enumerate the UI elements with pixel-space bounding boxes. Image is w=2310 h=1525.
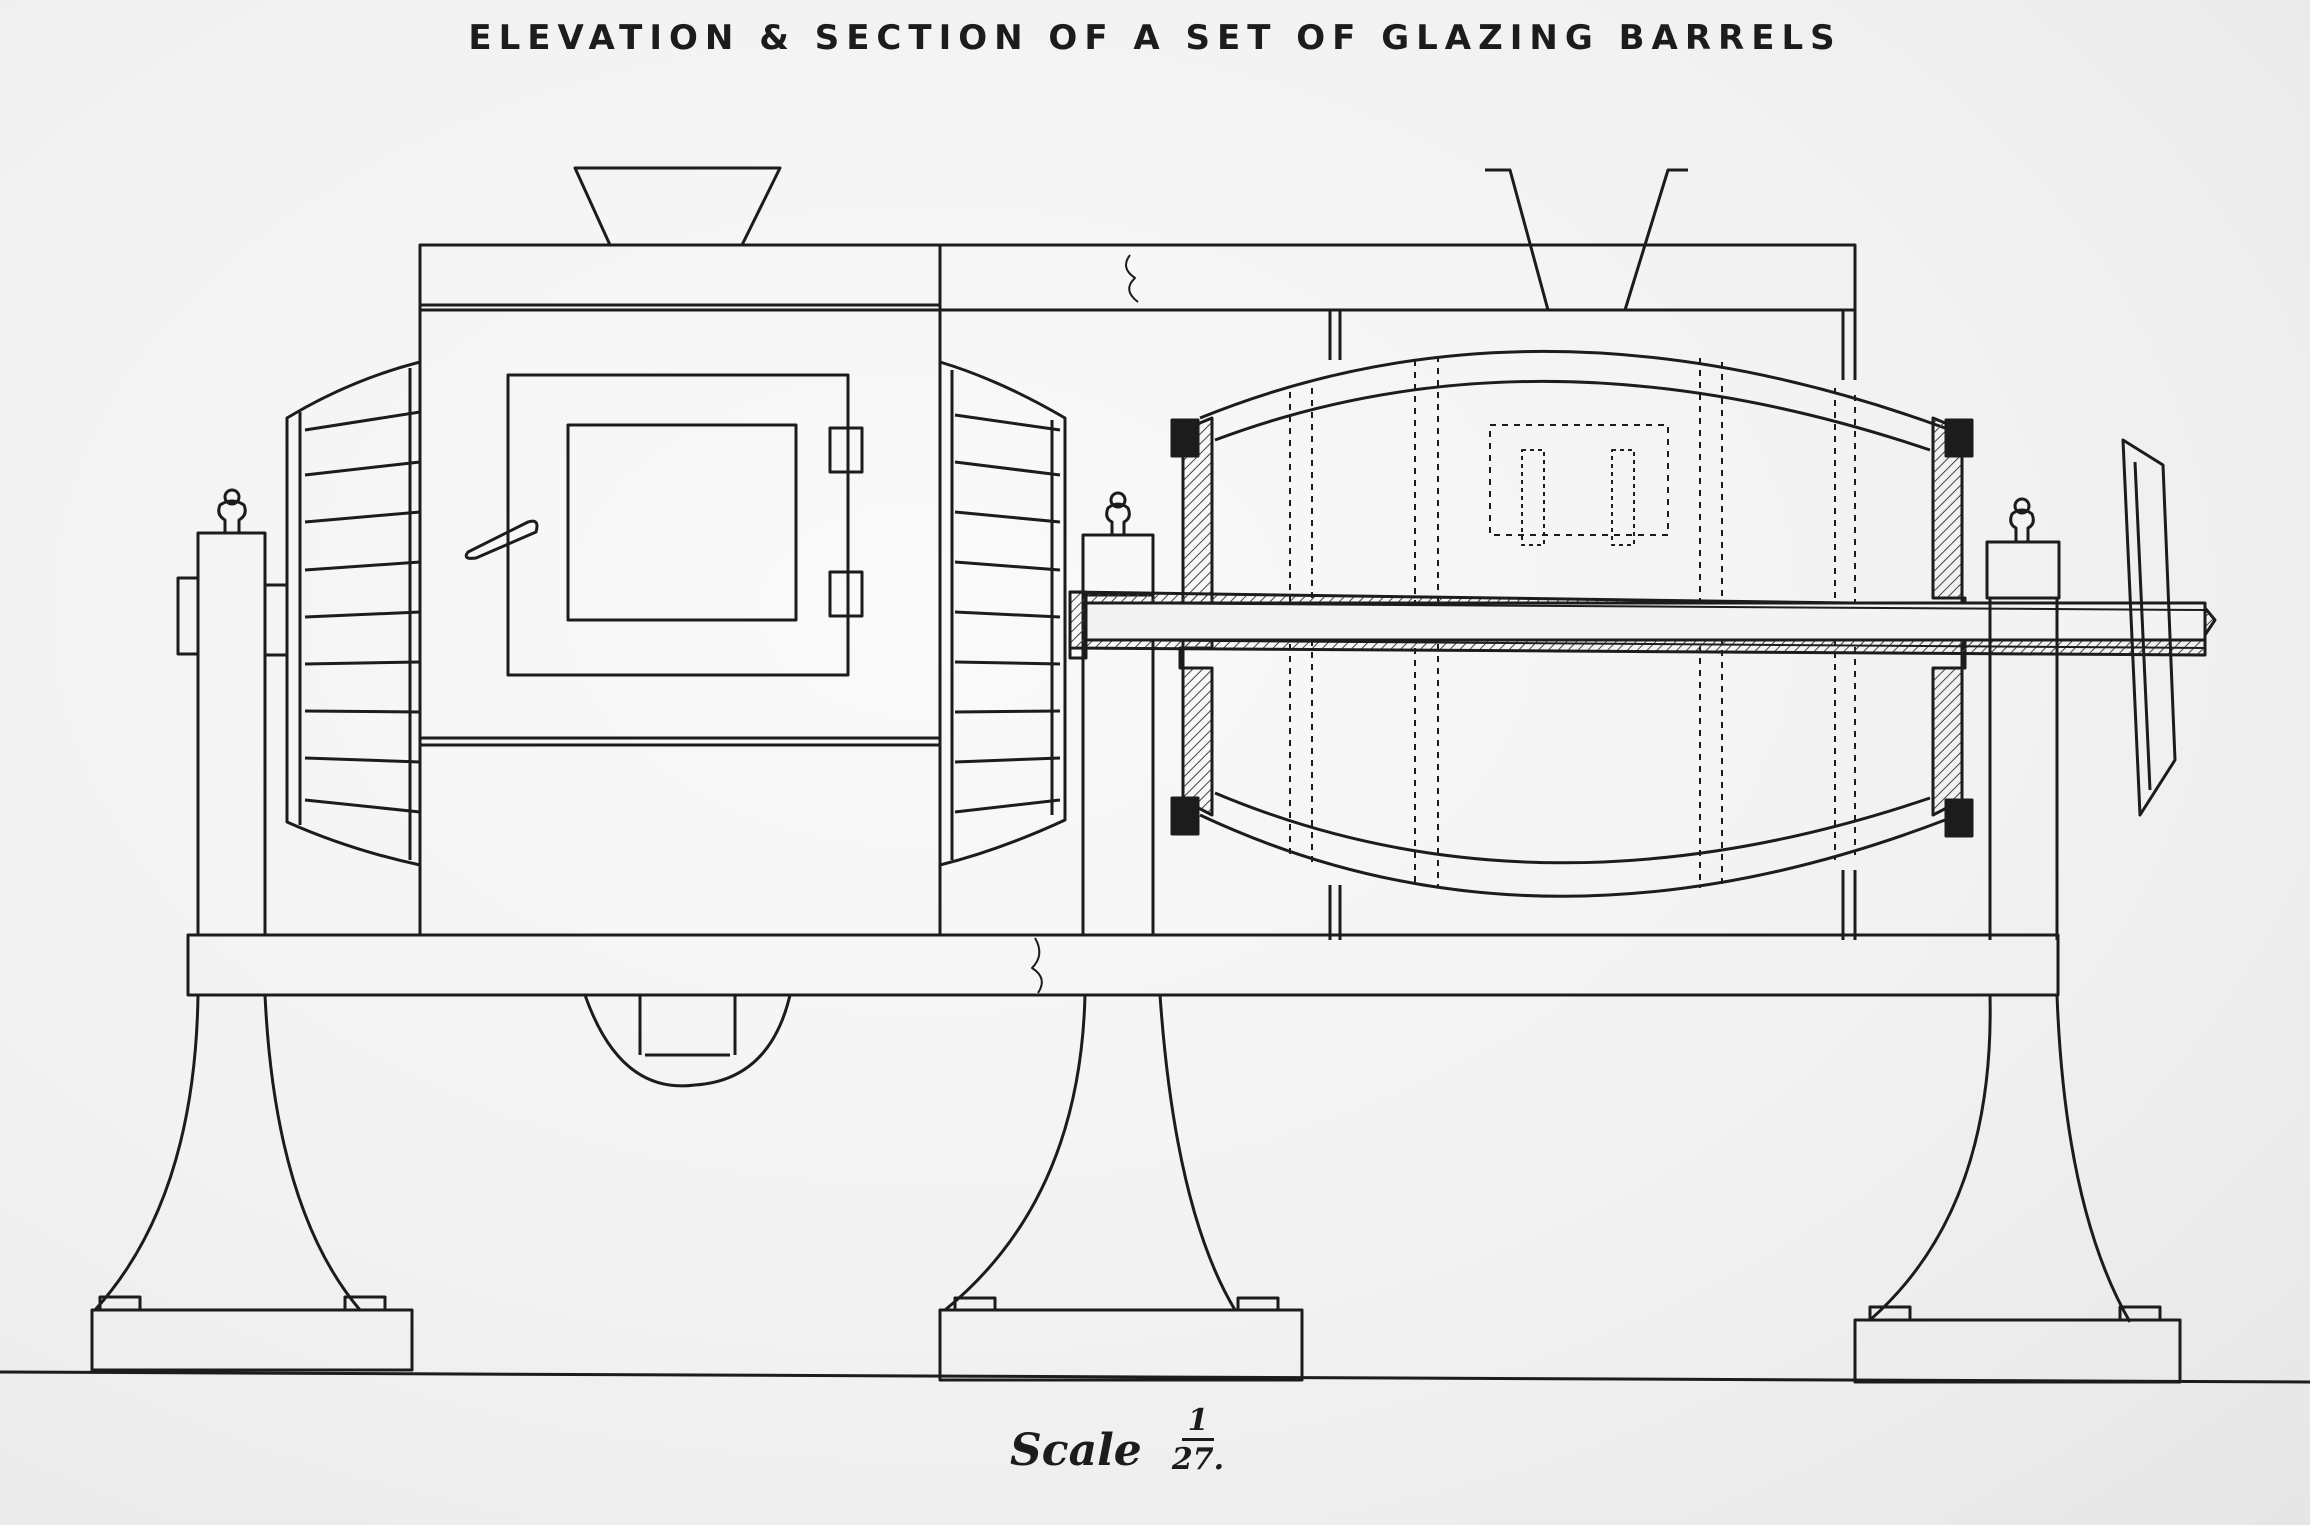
right-standard: [1853, 497, 2182, 1384]
middle-standard: [938, 491, 1304, 1382]
scale-label: Scale: [1010, 1425, 1142, 1476]
plate-title: ELEVATION & SECTION OF A SET OF GLAZING …: [468, 18, 1842, 58]
fraction-bar: [1182, 1438, 1214, 1441]
right-chute: [940, 168, 1857, 940]
middle-barrel: [938, 360, 1067, 867]
ground-line: [0, 1370, 2310, 1384]
left-standard: [90, 488, 414, 1372]
base-beam: [186, 933, 2060, 997]
left-barrel: [285, 360, 422, 867]
sectioned-barrel: [1170, 350, 1974, 898]
main-shaft: [1068, 590, 2217, 660]
scale-fraction: 1 27.: [1168, 1404, 1228, 1479]
scale-denominator: 27.: [1171, 1442, 1225, 1477]
drive-pulley: [2121, 438, 2177, 817]
scale-numerator: 1: [1187, 1403, 1209, 1438]
